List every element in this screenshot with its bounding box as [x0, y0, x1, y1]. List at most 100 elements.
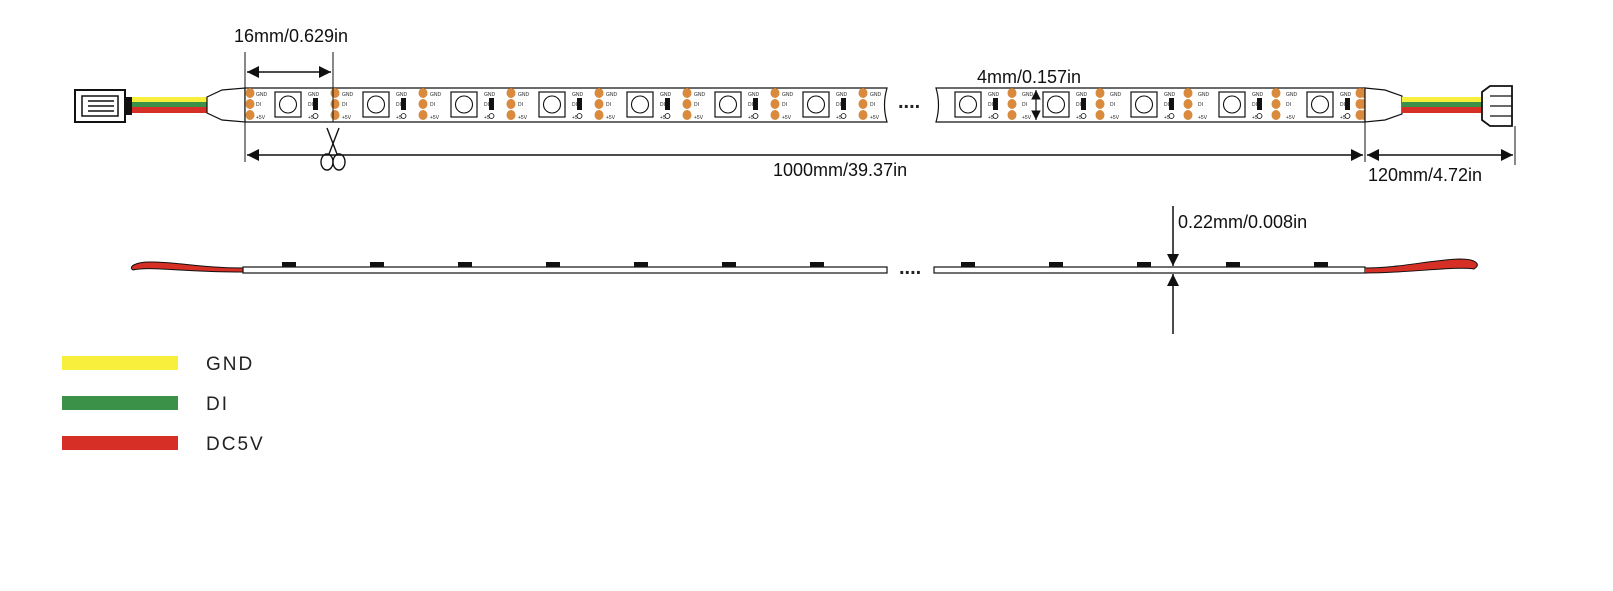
capacitor	[1344, 113, 1351, 119]
solder-pad	[1095, 99, 1105, 109]
resistor	[313, 98, 318, 110]
led-lens	[454, 95, 474, 114]
led-lens	[366, 95, 386, 114]
led-lens	[806, 95, 826, 114]
pad-label-vcc: +5V	[572, 115, 582, 121]
led-lens	[278, 95, 298, 114]
side-strip-left	[242, 266, 888, 274]
pad-label-gnd: GND	[1340, 92, 1352, 98]
dim-segment-label: 16mm/0.629in	[234, 26, 348, 46]
ellipsis-top: ....	[898, 91, 920, 113]
resistor	[993, 98, 998, 110]
pad-label-di: DI	[748, 102, 753, 108]
legend-label-dc5v: DC5V	[206, 434, 265, 455]
capacitor	[1256, 113, 1263, 119]
resistor	[489, 98, 494, 110]
solder-pad	[245, 88, 255, 98]
solder-pad	[418, 88, 428, 98]
pad-label-vcc: +5V	[1198, 115, 1208, 121]
side-led-bump	[1049, 262, 1063, 267]
ellipsis-side: ....	[899, 257, 921, 279]
pad-label-di: DI	[1340, 102, 1345, 108]
pad-label-di: DI	[572, 102, 577, 108]
pad-label-gnd: GND	[782, 92, 794, 98]
pad-label-vcc: +5V	[1164, 115, 1174, 121]
solder-pad	[330, 110, 340, 120]
pad-label-di: DI	[782, 102, 787, 108]
side-led-bump	[282, 262, 296, 267]
led-lens	[1222, 95, 1242, 114]
solder-pad	[1355, 88, 1365, 98]
pad-label-vcc: +5V	[988, 115, 998, 121]
pad-label-vcc: +5V	[518, 115, 528, 121]
solder-pad	[245, 99, 255, 109]
side-led-bump	[961, 262, 975, 267]
pad-label-vcc: +5V	[430, 115, 440, 121]
led-lens	[542, 95, 562, 114]
resistor	[1345, 98, 1350, 110]
solder-pad	[770, 110, 780, 120]
solder-pad	[1007, 110, 1017, 120]
led-lens	[718, 95, 738, 114]
capacitor	[312, 113, 319, 119]
pad-label-vcc: +5V	[870, 115, 880, 121]
solder-pad	[418, 110, 428, 120]
side-led-bump	[546, 262, 560, 267]
pad-label-gnd: GND	[1022, 92, 1034, 98]
solder-pad	[1183, 110, 1193, 120]
capacitor	[992, 113, 999, 119]
pad-label-gnd: GND	[988, 92, 1000, 98]
right-wires	[1364, 87, 1482, 123]
resistor	[577, 98, 582, 110]
pad-label-gnd: GND	[308, 92, 320, 98]
pad-label-vcc: +5V	[694, 115, 704, 121]
side-wire-left	[130, 261, 244, 273]
capacitor	[752, 113, 759, 119]
side-led-bump	[810, 262, 824, 267]
side-led-bump	[634, 262, 648, 267]
pad-label-di: DI	[988, 102, 993, 108]
solder-pad	[1355, 99, 1365, 109]
solder-pad	[594, 99, 604, 109]
solder-pad	[506, 110, 516, 120]
dim-thickness-label: 0.22mm/0.008in	[1178, 212, 1307, 232]
resistor	[665, 98, 670, 110]
pad-label-gnd: GND	[342, 92, 354, 98]
pad-label-vcc: +5V	[836, 115, 846, 121]
side-led-bump	[722, 262, 736, 267]
pad-label-di: DI	[1076, 102, 1081, 108]
pad-label-di: DI	[484, 102, 489, 108]
legend: GND DI DC5V	[62, 354, 265, 455]
pad-label-gnd: GND	[836, 92, 848, 98]
pad-label-di: DI	[694, 102, 699, 108]
pad-label-vcc: +5V	[748, 115, 758, 121]
pad-label-di: DI	[396, 102, 401, 108]
solder-pad	[682, 88, 692, 98]
side-led-bump	[370, 262, 384, 267]
solder-pad	[1007, 99, 1017, 109]
pad-label-vcc: +5V	[1252, 115, 1262, 121]
solder-pad	[418, 99, 428, 109]
solder-pad	[1095, 110, 1105, 120]
solder-pad	[858, 88, 868, 98]
side-led-bump	[458, 262, 472, 267]
side-wire-right	[1364, 258, 1478, 274]
pad-label-vcc: +5V	[1022, 115, 1032, 121]
solder-pad	[594, 88, 604, 98]
resistor	[401, 98, 406, 110]
pad-label-gnd: GND	[694, 92, 706, 98]
legend-label-di: DI	[206, 394, 229, 415]
solder-pad	[1095, 88, 1105, 98]
dim-cable-label: 120mm/4.72in	[1368, 165, 1482, 185]
solder-pad	[1007, 88, 1017, 98]
solder-pad	[682, 110, 692, 120]
pad-label-gnd: GND	[1286, 92, 1298, 98]
capacitor	[1168, 113, 1175, 119]
solder-pad	[1271, 88, 1281, 98]
side-view: ....	[130, 257, 1478, 279]
pad-label-vcc: +5V	[256, 115, 266, 121]
solder-pad	[1183, 99, 1193, 109]
capacitor	[400, 113, 407, 119]
pad-label-gnd: GND	[1252, 92, 1264, 98]
